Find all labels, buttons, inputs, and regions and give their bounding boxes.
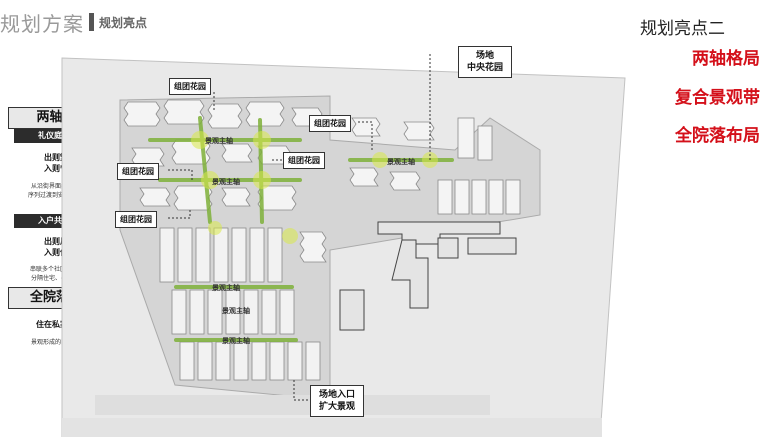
axis-label: 景观主轴 [387,158,415,166]
axis-label: 景观主轴 [222,337,250,345]
axis1-desc-1: 从沿街界面经层层空间 [30,183,91,190]
axis2-desc-2: 分隔住宅、养老区域。 [30,275,91,282]
entrance-line-2: 扩大景观 [319,402,356,412]
axis1-desc-2: 序列过渡到安静的住区。 [27,192,94,199]
east-cluster [349,117,521,215]
group-garden-label: 组团花园 [115,211,157,228]
axis1-slogan-2: 入则宁静 [44,164,76,173]
highlight-item-3: 全院落布局 [675,126,760,146]
central-garden-line-1: 场地 [476,51,495,61]
axis-label: 景观主轴 [222,307,250,315]
axis-label: 景观主轴 [205,137,233,145]
group-garden-label: 组团花园 [283,152,325,169]
group-garden-label: 组团花园 [117,163,159,180]
axis1-slogan-1: 出则繁华 [44,153,76,162]
courtyard-desc: 景观形成的院落组团。 [30,339,91,346]
axis-label: 景观主轴 [212,284,240,292]
row-houses [159,227,321,381]
axis2-desc-1: 串联多个社区活动场所, [30,266,92,273]
highlight-title: 规划亮点二 [640,19,725,39]
highlight-item-1: 两轴格局 [692,49,760,69]
axis2-slogan-1: 出则风情 [44,237,76,246]
entrance-callout: 场地入口 扩大景观 [310,385,365,417]
title-divider [89,13,94,31]
entrance-line-1: 场地入口 [319,390,356,400]
page-title: 规划方案 [0,12,84,36]
group-garden-label: 组团花园 [169,78,211,95]
road-strip [95,395,490,415]
existing-buildings [339,221,517,331]
axis2-slogan-2: 入则优美 [44,248,76,257]
courtyard-slogan: 住在私家园林 [36,320,84,329]
group-garden-label: 组团花园 [309,115,351,132]
central-garden-line-2: 中央花园 [467,63,504,73]
project-parcel [119,95,541,401]
road-strip-bottom [62,418,602,437]
leader-lines [168,54,431,401]
axis-label: 景观主轴 [212,178,240,186]
highlight-item-2: 复合景观带 [675,88,760,108]
green-axes [148,116,454,342]
page-subtitle: 规划亮点 [99,16,148,30]
central-garden-callout: 场地 中央花园 [458,46,513,78]
